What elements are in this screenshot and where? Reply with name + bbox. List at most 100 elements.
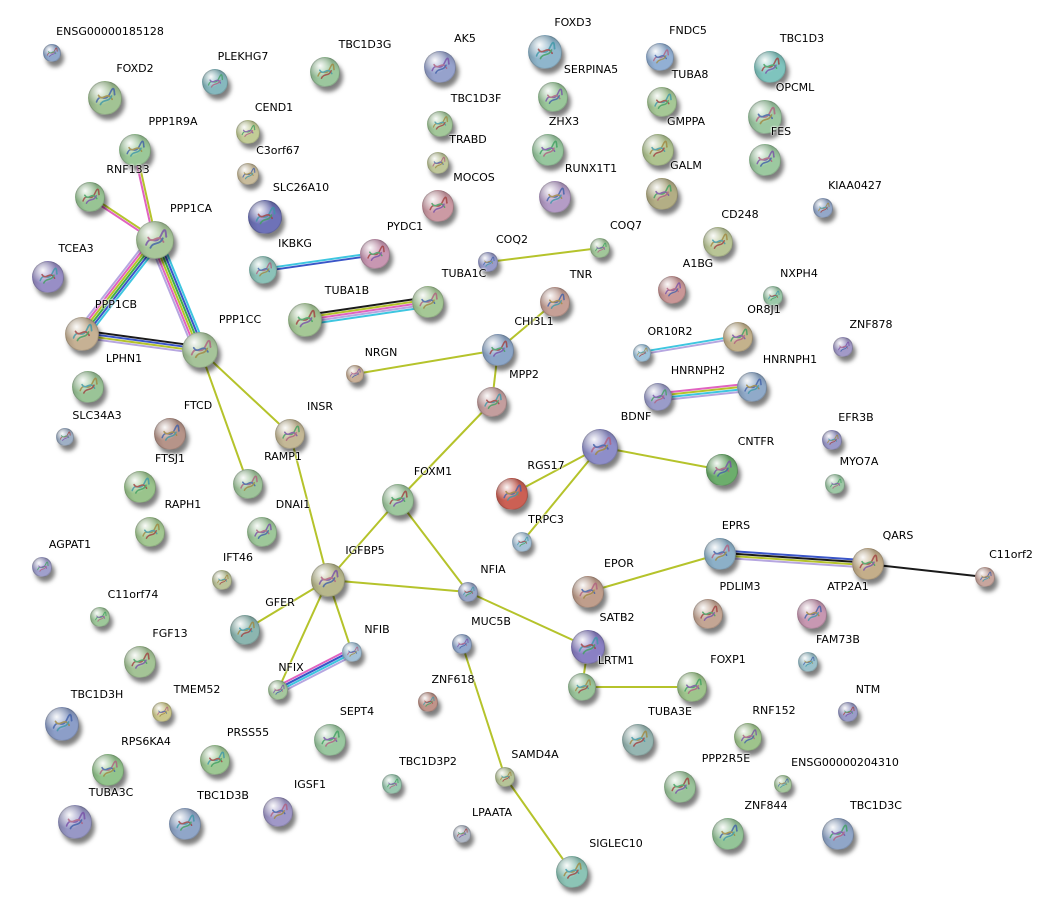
- protein-node-runx1t1[interactable]: [539, 181, 571, 213]
- protein-node-or8j1[interactable]: [723, 322, 753, 352]
- protein-node-ak5[interactable]: [424, 51, 456, 83]
- edge-TUBA1B-TUBA1C[interactable]: [303, 296, 430, 326]
- protein-node-atp2a1[interactable]: [797, 599, 827, 629]
- edge-COQ2-COQ7[interactable]: [487, 247, 601, 263]
- protein-node-nrgn[interactable]: [346, 365, 364, 383]
- protein-node-trabd[interactable]: [427, 152, 449, 174]
- protein-node-bdnf[interactable]: [582, 429, 618, 465]
- protein-node-ikbkg[interactable]: [249, 256, 277, 284]
- protein-node-cd248[interactable]: [703, 227, 733, 257]
- protein-node-epor[interactable]: [572, 576, 604, 608]
- protein-node-tbc1d3h[interactable]: [45, 707, 79, 741]
- edge-EPRS-QARS[interactable]: [718, 549, 870, 569]
- protein-node-ppp1r9a[interactable]: [119, 134, 151, 166]
- protein-node-ensg00000204310[interactable]: [774, 775, 792, 793]
- protein-node-rnf152[interactable]: [734, 723, 762, 751]
- edge-BDNF-CNTFR[interactable]: [599, 446, 723, 471]
- protein-node-rnf133[interactable]: [75, 182, 105, 212]
- protein-node-opcml[interactable]: [748, 100, 782, 134]
- protein-node-tuba1c[interactable]: [412, 286, 444, 318]
- protein-node-igfbp5[interactable]: [311, 563, 345, 597]
- edge-FOXM1-NFIA[interactable]: [397, 499, 469, 593]
- protein-node-efr3b[interactable]: [822, 430, 842, 450]
- protein-node-tcea3[interactable]: [32, 261, 64, 293]
- edge-HNRNPH2-HNRNPH1[interactable]: [656, 382, 754, 402]
- protein-node-ramp1[interactable]: [233, 469, 263, 499]
- protein-node-lpaata[interactable]: [453, 825, 471, 843]
- protein-node-fam73b[interactable]: [798, 652, 818, 672]
- edge-MPP2-FOXM1[interactable]: [397, 401, 493, 501]
- protein-node-plekhg7[interactable]: [202, 69, 228, 95]
- protein-node-mocos[interactable]: [422, 190, 454, 222]
- edge-IKBKG-PYDC1[interactable]: [261, 251, 377, 273]
- protein-node-chi3l1[interactable]: [482, 334, 514, 366]
- protein-node-pdlim3[interactable]: [693, 599, 723, 629]
- protein-node-znf844[interactable]: [712, 818, 744, 850]
- protein-node-myo7a[interactable]: [825, 474, 845, 494]
- edge-PPP1CC-INSR[interactable]: [199, 349, 291, 435]
- protein-node-tnr[interactable]: [540, 287, 570, 317]
- protein-node-ntm[interactable]: [838, 702, 858, 722]
- protein-node-cntfr[interactable]: [706, 454, 738, 486]
- edge-INSR-IGFBP5[interactable]: [289, 433, 329, 581]
- protein-node-mpp2[interactable]: [477, 387, 507, 417]
- protein-node-a1bg[interactable]: [658, 276, 686, 304]
- edge-PPP1CA-PPP1CB[interactable]: [76, 235, 161, 339]
- protein-node-foxd3[interactable]: [528, 35, 562, 69]
- protein-node-tbc1d3p2[interactable]: [382, 774, 402, 794]
- protein-node-coq7[interactable]: [590, 238, 610, 258]
- protein-node-tbc1d3[interactable]: [754, 51, 786, 83]
- edge-EPOR-EPRS[interactable]: [587, 553, 721, 593]
- protein-node-rps6ka4[interactable]: [92, 754, 124, 786]
- protein-node-foxp1[interactable]: [677, 672, 707, 702]
- protein-node-serpina5[interactable]: [538, 82, 568, 112]
- edge-QARS-C11orf2[interactable]: [867, 563, 986, 578]
- protein-node-tbc1d3b[interactable]: [169, 808, 201, 840]
- protein-node-gfer[interactable]: [230, 615, 260, 645]
- protein-node-samd4a[interactable]: [495, 767, 515, 787]
- protein-node-hnrnph2[interactable]: [644, 383, 672, 411]
- edge-PPP1CC-RAMP1[interactable]: [199, 349, 249, 485]
- protein-node-fndc5[interactable]: [646, 43, 674, 71]
- protein-node-zhx3[interactable]: [532, 134, 564, 166]
- protein-node-ift46[interactable]: [212, 570, 232, 590]
- protein-node-galm[interactable]: [646, 178, 678, 210]
- edge-NFIA-SATB2[interactable]: [467, 591, 589, 648]
- protein-node-c11orf74[interactable]: [90, 607, 110, 627]
- protein-node-ensg00000185128[interactable]: [43, 44, 61, 62]
- protein-node-ppp1cc[interactable]: [182, 332, 218, 368]
- protein-node-foxd2[interactable]: [88, 81, 122, 115]
- protein-node-gmppa[interactable]: [642, 134, 674, 166]
- protein-node-ppp1cb[interactable]: [65, 317, 99, 351]
- edge-NRGN-CHI3L1[interactable]: [354, 349, 499, 375]
- protein-node-tuba3e[interactable]: [622, 724, 654, 756]
- protein-node-ppp1ca[interactable]: [136, 221, 174, 259]
- protein-node-nfia[interactable]: [458, 582, 478, 602]
- protein-node-coq2[interactable]: [478, 252, 498, 272]
- protein-node-trpc3[interactable]: [512, 532, 532, 552]
- edge-PPP1CB-PPP1CC[interactable]: [80, 329, 202, 355]
- protein-node-igsf1[interactable]: [263, 797, 293, 827]
- protein-node-qars[interactable]: [852, 548, 884, 580]
- protein-node-tuba8[interactable]: [647, 87, 677, 117]
- protein-node-c3orf67[interactable]: [237, 163, 259, 185]
- protein-node-eprs[interactable]: [704, 538, 736, 570]
- protein-node-ppp2r5e[interactable]: [664, 771, 696, 803]
- edge-IGFBP5-NFIA[interactable]: [327, 579, 469, 593]
- protein-node-tbc1d3g[interactable]: [310, 57, 340, 87]
- edge-OR10R2-OR8J1[interactable]: [640, 334, 740, 356]
- protein-node-foxm1[interactable]: [382, 484, 414, 516]
- protein-node-c11orf2[interactable]: [975, 567, 995, 587]
- edge-NFIX-NFIB[interactable]: [275, 647, 355, 695]
- edge-SAMD4A-SIGLEC10[interactable]: [504, 776, 573, 873]
- protein-node-tbc1d3c[interactable]: [822, 818, 854, 850]
- protein-node-raph1[interactable]: [135, 517, 165, 547]
- protein-node-tuba3c[interactable]: [58, 805, 92, 839]
- protein-node-sept4[interactable]: [314, 724, 346, 756]
- protein-node-fes[interactable]: [749, 144, 781, 176]
- edge-BDNF-TRPC3[interactable]: [521, 446, 601, 543]
- protein-node-fgf13[interactable]: [124, 646, 156, 678]
- protein-node-nxph4[interactable]: [763, 286, 783, 306]
- protein-node-pydc1[interactable]: [360, 239, 390, 269]
